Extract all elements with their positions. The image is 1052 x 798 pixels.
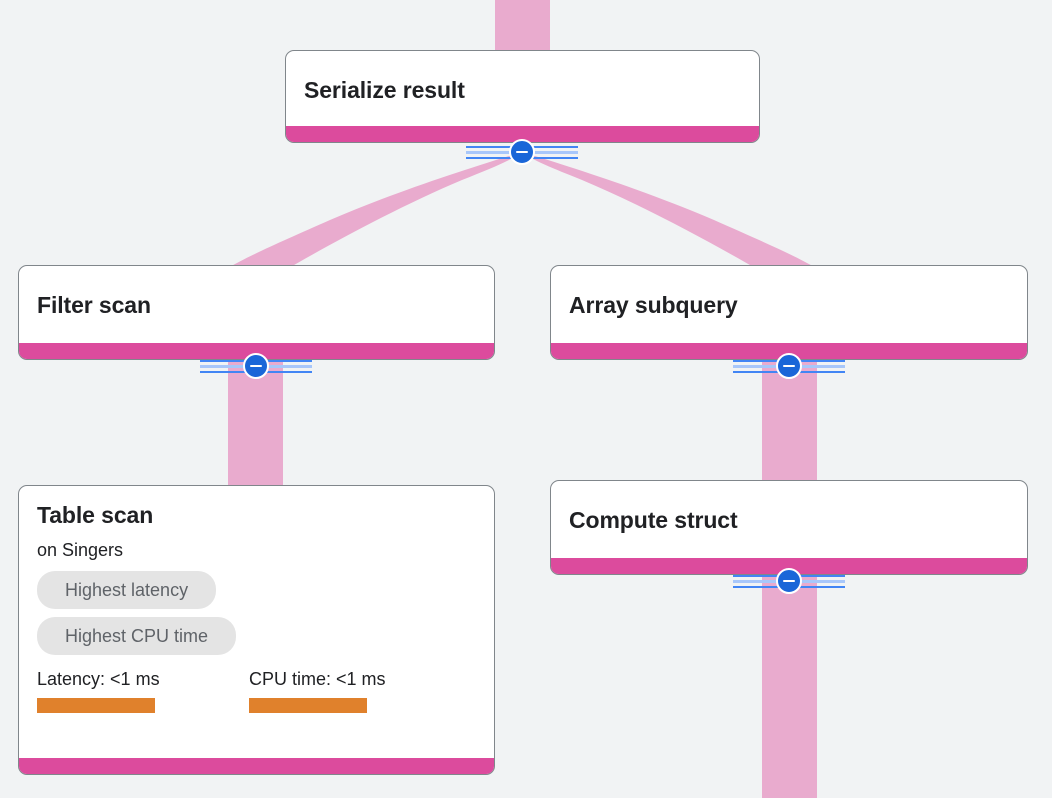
edge-incoming-serialize-result (495, 0, 550, 50)
metric-latency: Latency: <1 ms (37, 669, 249, 713)
metric-cpu-time: CPU time: <1 ms (249, 669, 386, 713)
node-serialize-result-body: Serialize result (286, 51, 759, 126)
node-table-scan-body: Table scan on Singers Highest latency Hi… (19, 486, 494, 758)
toggle-array-subquery[interactable] (733, 351, 845, 381)
node-array-subquery-body: Array subquery (551, 266, 1027, 343)
node-table-scan[interactable]: Table scan on Singers Highest latency Hi… (18, 485, 495, 775)
minus-circle-icon[interactable] (509, 139, 535, 165)
node-filter-scan-body: Filter scan (19, 266, 494, 343)
node-filter-scan[interactable]: Filter scan (18, 265, 495, 360)
node-compute-struct[interactable]: Compute struct (550, 480, 1028, 575)
minus-circle-icon[interactable] (243, 353, 269, 379)
node-array-subquery-title: Array subquery (569, 292, 738, 318)
node-serialize-result-title: Serialize result (304, 77, 465, 103)
minus-circle-icon[interactable] (776, 568, 802, 594)
node-compute-struct-body: Compute struct (551, 481, 1027, 558)
status-badge-highest-latency: Highest latency (37, 571, 217, 610)
node-serialize-result[interactable]: Serialize result (285, 50, 760, 143)
toggle-serialize-result[interactable] (466, 137, 578, 167)
node-array-subquery-footer (551, 343, 1027, 359)
node-table-scan-badges: Highest latency Highest CPU time (37, 571, 237, 656)
metric-cpu-time-label: CPU time: <1 ms (249, 669, 386, 690)
status-badge-highest-cpu-time: Highest CPU time (37, 617, 237, 656)
minus-circle-icon[interactable] (776, 353, 802, 379)
node-filter-scan-title: Filter scan (37, 292, 151, 318)
metric-latency-bar (37, 697, 155, 713)
node-table-scan-subtitle: on Singers (37, 540, 124, 561)
node-table-scan-footer (19, 758, 494, 774)
node-table-scan-metrics: Latency: <1 ms CPU time: <1 ms (37, 669, 386, 713)
node-filter-scan-footer (19, 343, 494, 359)
edge-compute-to-child (762, 576, 817, 798)
node-compute-struct-footer (551, 558, 1027, 574)
toggle-compute-struct[interactable] (733, 566, 845, 596)
node-array-subquery[interactable]: Array subquery (550, 265, 1028, 360)
node-table-scan-title: Table scan (37, 502, 154, 528)
metric-cpu-time-bar (249, 697, 367, 713)
metric-latency-label: Latency: <1 ms (37, 669, 160, 690)
node-serialize-result-footer (286, 126, 759, 142)
toggle-filter-scan[interactable] (200, 351, 312, 381)
node-compute-struct-title: Compute struct (569, 507, 738, 533)
